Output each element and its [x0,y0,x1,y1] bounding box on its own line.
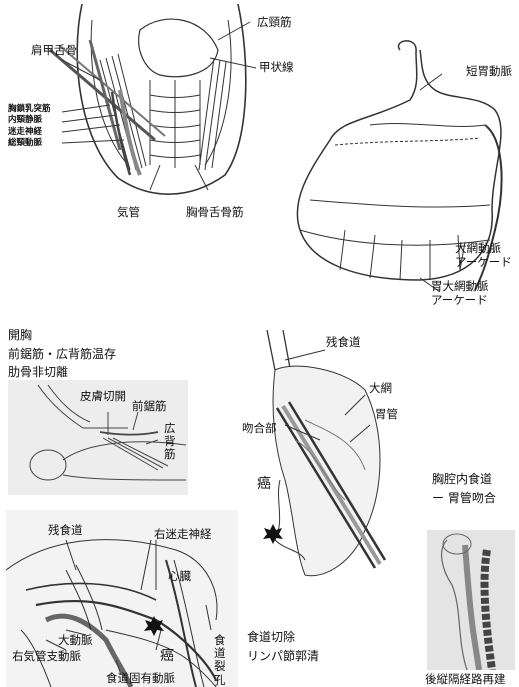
label-anastomosis-site: 吻合部 [242,422,277,436]
label-right-vagus: 右迷走神経 [154,528,212,542]
label-carotid: 総頸動脈 [8,138,51,149]
label-remnant-esophagus-b: 残食道 [48,524,83,538]
label-cancer-b: 癌 [160,648,174,665]
neck-left-labels: 胸鎖乳突筋 内頸静脈 迷走神経 総頸動脈 [8,104,51,150]
label-omentum: 大網 [369,382,392,396]
thoracotomy-title-1: 開胸 [8,326,116,345]
label-heart: 心臓 [168,570,191,584]
posterior-route-illustration [427,530,515,670]
label-platysma: 広頸筋 [257,16,292,30]
label-sternohyoid: 胸骨舌骨筋 [186,206,244,220]
thoracotomy-figure: 皮膚切開 前鋸筋 広背筋 [8,380,188,495]
label-ijv: 内頸静脈 [8,115,51,126]
mediastinum-caption-1: 食道切除 [247,628,319,647]
label-arcade-2b: アーケード [431,294,488,308]
anastomosis-caption-2: ー 胃管吻合 [432,489,496,508]
thoracotomy-title: 開胸 前鋸筋・広背筋温存 肋骨非切離 [8,326,116,382]
label-trachea: 気管 [117,206,140,220]
anastomosis-caption: 胸腔内食道 ー 胃管吻合 [432,470,496,507]
anastomosis-caption-1: 胸腔内食道 [432,470,496,489]
label-vagus: 迷走神経 [8,127,51,138]
route-caption: 後縦隔経路再建 [425,673,506,687]
posterior-route-figure [427,530,515,670]
label-right-bronchial-artery: 右気管支動脈 [12,650,81,664]
thoracotomy-title-2: 前鋸筋・広背筋温存 [8,345,116,364]
label-serratus: 前鋸筋 [132,400,167,414]
label-arcade-1a: 大網動脈 [455,242,501,256]
thoracotomy-title-3: 肋骨非切離 [8,363,116,382]
label-gastric-tube: 胃管 [375,408,398,422]
anastomosis-illustration [235,330,425,585]
mediastinum-caption-2: リンパ節郭清 [247,647,319,666]
label-scm: 胸鎖乳突筋 [8,104,51,115]
label-short-gastric: 短胃動脈 [466,65,512,79]
anastomosis-figure: 残食道 大網 胃管 吻合部 癌 [235,330,425,585]
label-omohyoid: 肩甲舌骨 [31,44,77,58]
gastric-tube-figure: 短胃動脈 大網動脈 アーケード 胃大網動脈 アーケード [270,30,519,310]
mediastinum-caption: 食道切除 リンパ節郭清 [247,628,319,665]
label-latissimus: 広背筋 [164,422,176,462]
mediastinum-figure: 残食道 右迷走神経 心臓 大動脈 癌 右気管支動脈 食道固有動脈 食道裂孔 [6,510,238,687]
label-arcade-1b: アーケード [455,256,512,270]
label-esophageal-hiatus: 食道裂孔 [214,634,226,687]
label-arcade-2a: 胃大網動脈 [431,280,489,294]
label-cancer-a: 癌 [257,476,271,493]
label-skin-incision: 皮膚切開 [80,390,126,404]
tumor-marker [263,524,283,544]
label-proper-esophageal-artery: 食道固有動脈 [106,672,175,686]
neck-dissection-figure: 肩甲舌骨 広頸筋 甲状線 胸鎖乳突筋 内頸静脈 迷走神経 総頸動脈 気管 胸骨舌… [0,0,300,225]
label-remnant-esophagus-a: 残食道 [326,336,361,350]
label-aorta: 大動脈 [58,634,93,648]
